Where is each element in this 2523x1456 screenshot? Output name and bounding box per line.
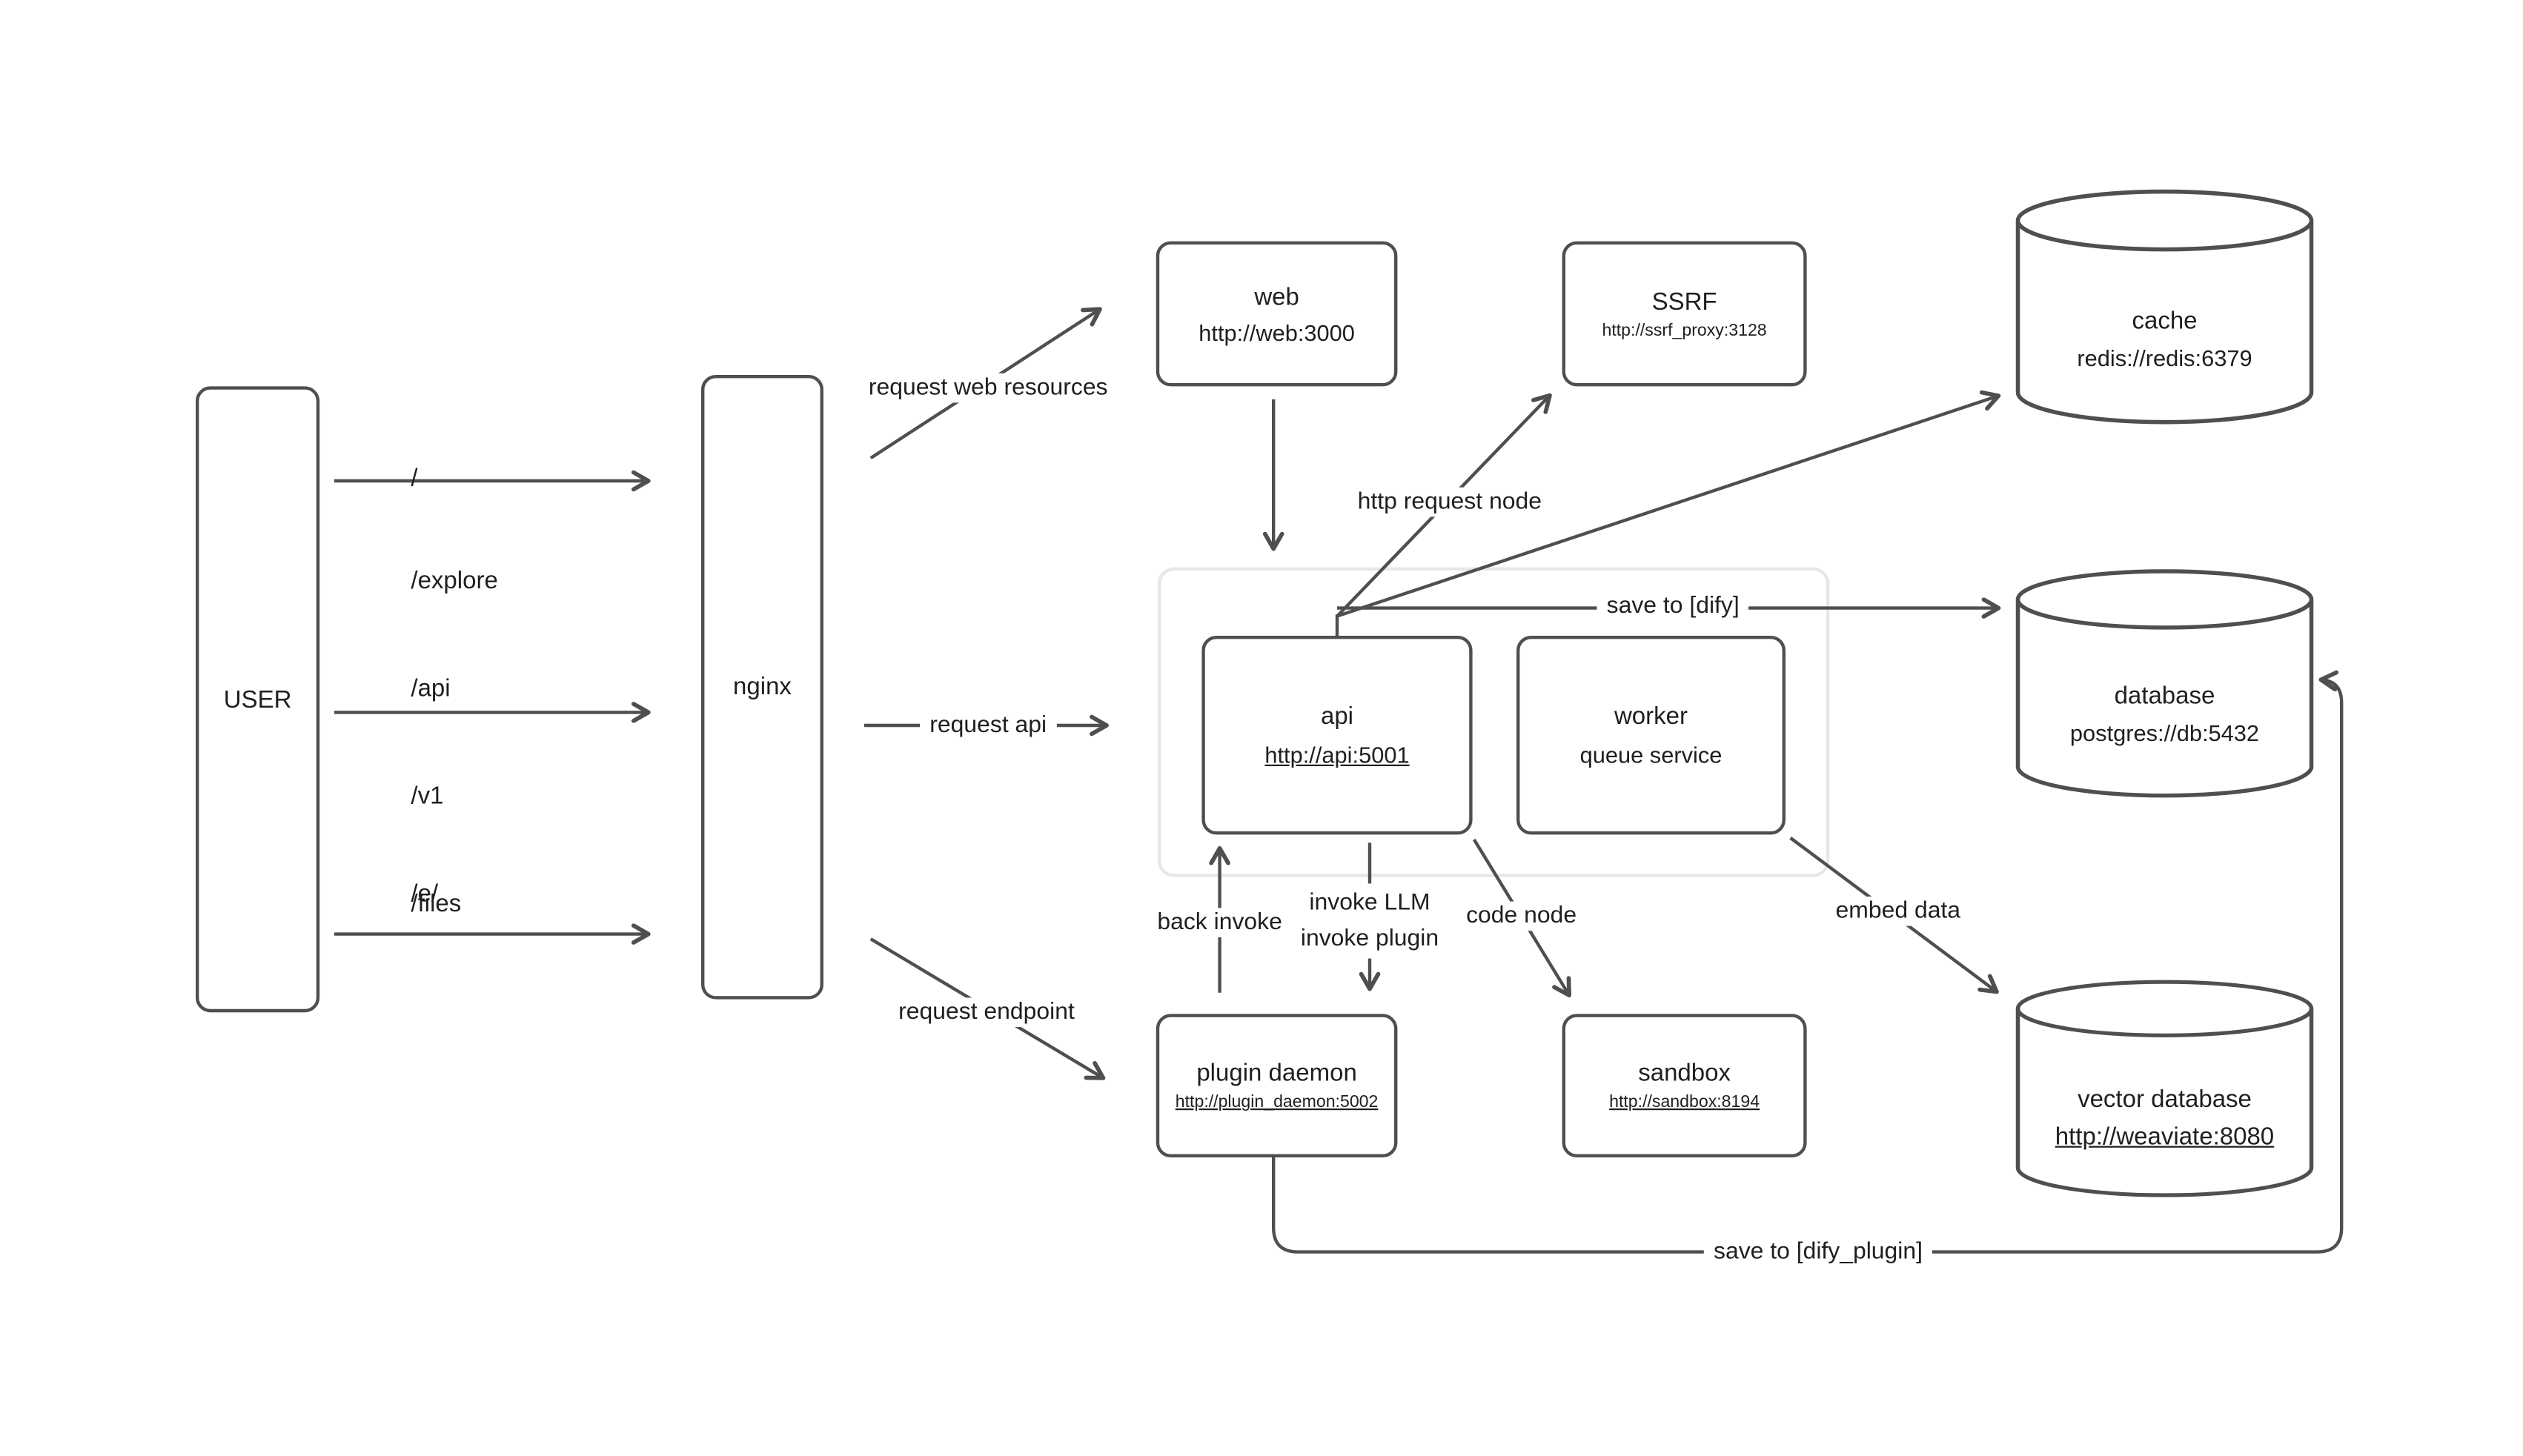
route-root-label: / [411, 465, 418, 493]
worker-title: worker [1614, 702, 1688, 731]
sandbox-subtitle: http://sandbox:8194 [1609, 1092, 1760, 1112]
vector-database-subtitle: http://weaviate:8080 [2055, 1123, 2275, 1151]
save-to-dify-plugin-label: save to [dify_plugin] [1703, 1237, 1933, 1267]
api-node: api http://api:5001 [1201, 636, 1473, 835]
database-text: database postgres://db:5432 [2014, 682, 2315, 746]
cache-title: cache [2132, 306, 2198, 335]
web-node: web http://web:3000 [1156, 241, 1398, 387]
database-cylinder-icon [2015, 189, 2314, 425]
route-label-e: /e/ [411, 880, 439, 908]
cache-text: cache redis://redis:6379 [2014, 307, 2315, 370]
nginx-node: nginx [701, 375, 823, 1000]
plugin-daemon-title: plugin daemon [1196, 1060, 1357, 1088]
route-api-label: /api [411, 674, 451, 703]
worker-node: worker queue service [1516, 636, 1786, 835]
web-title: web [1254, 282, 1299, 311]
vector-database-title: vector database [2078, 1085, 2252, 1113]
request-api-label: request api [920, 711, 1057, 740]
route-labels-api: /api /v1 /files [411, 600, 461, 994]
sandbox-title: sandbox [1638, 1060, 1731, 1088]
invoke-labels: invoke LLM invoke plugin [1290, 883, 1449, 959]
request-web-resources-label: request web resources [858, 373, 1118, 403]
http-request-node-label: http request node [1347, 487, 1552, 517]
embed-data-label: embed data [1826, 897, 1971, 926]
route-v1-label: /v1 [411, 782, 444, 811]
invoke-llm-label: invoke LLM [1309, 890, 1430, 917]
plugin-daemon-subtitle: http://plugin_daemon:5002 [1175, 1092, 1379, 1112]
vector-database-text: vector database http://weaviate:8080 [2014, 1085, 2315, 1150]
request-endpoint-label: request endpoint [888, 997, 1085, 1027]
ssrf-title: SSRF [1651, 287, 1717, 316]
api-subtitle: http://api:5001 [1264, 742, 1410, 768]
route-labels-web: / /explore [411, 393, 497, 667]
invoke-plugin-label: invoke plugin [1300, 925, 1439, 952]
worker-subtitle: queue service [1579, 742, 1723, 768]
route-files-label: /files [411, 890, 462, 918]
vector-database-cylinder: vector database http://weaviate:8080 [2014, 978, 2315, 1200]
ssrf-subtitle: http://ssrf_proxy:3128 [1602, 320, 1767, 340]
save-to-dify-label: save to [dify] [1597, 591, 1749, 622]
code-node-label: code node [1456, 901, 1587, 931]
back-invoke-label: back invoke [1147, 908, 1293, 937]
cache-cylinder: cache redis://redis:6379 [2014, 187, 2315, 427]
plugin-daemon-node: plugin daemon http://plugin_daemon:5002 [1156, 1014, 1398, 1157]
database-title: database [2114, 682, 2215, 711]
nginx-label: nginx [733, 673, 792, 701]
user-node: USER [196, 386, 320, 1013]
database-subtitle: postgres://db:5432 [2069, 719, 2260, 746]
sandbox-node: sandbox http://sandbox:8194 [1562, 1014, 1807, 1157]
database-cylinder: database postgres://db:5432 [2014, 568, 2315, 801]
route-explore-label: /explore [411, 567, 498, 595]
user-label: USER [223, 685, 292, 714]
api-title: api [1320, 702, 1354, 731]
web-subtitle: http://web:3000 [1198, 319, 1355, 345]
cache-subtitle: redis://redis:6379 [2077, 344, 2252, 370]
ssrf-node: SSRF http://ssrf_proxy:3128 [1562, 241, 1807, 387]
